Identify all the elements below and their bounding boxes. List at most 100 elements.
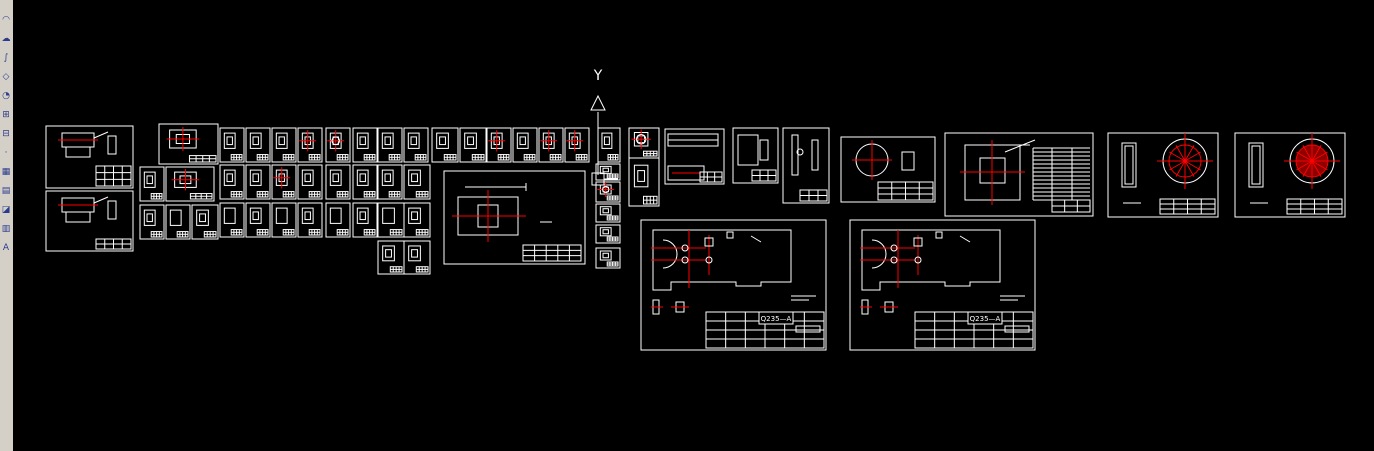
part-detail xyxy=(226,173,233,183)
radial-center-line xyxy=(1184,145,1195,162)
part-detail xyxy=(439,136,446,146)
part-detail xyxy=(602,208,609,214)
part-detail xyxy=(384,173,391,183)
part-outline xyxy=(249,207,262,224)
part-detail xyxy=(304,173,311,183)
table-icon[interactable]: ▥ xyxy=(1,223,11,234)
part-detail xyxy=(467,136,474,146)
leader xyxy=(959,235,971,243)
part-detail xyxy=(411,173,418,183)
spline-icon[interactable]: ∫ xyxy=(3,52,9,63)
radial-center-line xyxy=(1311,145,1322,162)
part-detail xyxy=(146,175,153,185)
ucs-y-label: Y xyxy=(593,68,603,84)
drawing-sheet xyxy=(403,202,431,238)
part-outline xyxy=(329,207,342,224)
radial-center-line xyxy=(1184,160,1195,177)
point-icon[interactable]: · xyxy=(4,147,8,158)
drawing-sheet xyxy=(486,127,512,163)
drawing-sheet xyxy=(782,127,830,204)
bolt-hole xyxy=(704,237,714,247)
ellipse-arc-icon[interactable]: ◔ xyxy=(2,90,10,101)
drawing-sheet xyxy=(512,127,538,163)
part-outline xyxy=(381,132,394,149)
drawing-sheet xyxy=(628,157,660,207)
part-outline xyxy=(407,132,420,149)
part-detail xyxy=(359,136,366,146)
drawing-sheet xyxy=(595,224,621,244)
drawing-code-label: Q235—A xyxy=(761,315,792,323)
region-icon[interactable]: ◪ xyxy=(1,204,11,215)
drawing-sheet xyxy=(139,166,165,202)
drawing-sheet xyxy=(245,164,271,200)
make-block-icon[interactable]: ⊟ xyxy=(2,128,10,139)
cloud-icon[interactable]: ☁ xyxy=(1,33,11,44)
part-outline xyxy=(356,207,369,224)
gradient-icon[interactable]: ▤ xyxy=(1,185,11,196)
radial-center-line xyxy=(1175,160,1186,177)
part-outline xyxy=(275,132,288,149)
part-detail xyxy=(1124,145,1134,185)
hatch-icon[interactable]: ▦ xyxy=(1,166,11,177)
hole xyxy=(681,256,689,264)
part-outline xyxy=(143,209,156,226)
part-outline xyxy=(329,169,342,186)
part-outline xyxy=(516,132,529,149)
part-outline xyxy=(599,250,612,261)
drawing-sheet xyxy=(271,202,297,238)
hole xyxy=(890,244,898,252)
leader xyxy=(93,196,109,204)
hole xyxy=(331,136,341,146)
drawing-sheet xyxy=(352,164,378,200)
part-detail xyxy=(199,213,206,223)
part-detail xyxy=(411,211,418,221)
part-outline xyxy=(249,132,262,149)
bolt-hole xyxy=(726,231,734,239)
drawing-sheet xyxy=(595,163,621,181)
arc-icon[interactable]: ◠ xyxy=(2,14,10,25)
part-outline xyxy=(599,227,612,237)
part-side-view xyxy=(901,151,915,171)
part-outline xyxy=(408,245,421,262)
part-detail xyxy=(410,136,417,146)
part-outline xyxy=(601,132,613,149)
drawing-sheet xyxy=(297,164,323,200)
drawing-sheet xyxy=(271,164,297,200)
ucs-arrow-icon xyxy=(590,94,606,111)
part-detail xyxy=(252,136,259,146)
part-outline xyxy=(275,207,288,224)
drawing-sheet xyxy=(297,127,323,163)
drawing-sheet xyxy=(245,202,271,238)
part-side-view xyxy=(811,139,819,171)
radial-center-line xyxy=(1169,160,1186,171)
part-outline xyxy=(143,171,156,188)
part-side-view xyxy=(759,139,769,161)
part-outline xyxy=(633,164,649,188)
ellipse-icon[interactable]: ◇ xyxy=(2,71,10,82)
radial-center-line xyxy=(1311,160,1328,171)
multiline-text-icon[interactable]: A xyxy=(2,242,10,253)
leader xyxy=(93,131,109,139)
part-detail xyxy=(519,136,526,146)
drawing-sheet xyxy=(732,127,779,184)
hole xyxy=(602,185,610,194)
part-outline xyxy=(737,134,759,166)
drawing-sheet xyxy=(158,123,219,165)
hole xyxy=(890,256,898,264)
part-outline xyxy=(301,207,314,224)
drawing-sheet xyxy=(165,204,191,240)
drawing-sheet xyxy=(165,166,215,202)
radial-center-line xyxy=(1184,151,1201,162)
part-detail xyxy=(637,170,646,182)
part-outline xyxy=(599,165,612,175)
insert-block-icon[interactable]: ⊞ xyxy=(2,109,10,120)
drawing-sheet xyxy=(325,164,351,200)
part-detail xyxy=(602,167,609,173)
part-outline xyxy=(382,207,395,224)
part-detail xyxy=(146,213,153,223)
part-detail xyxy=(602,229,609,235)
radial-center-line xyxy=(1311,151,1328,162)
hole xyxy=(681,244,689,252)
